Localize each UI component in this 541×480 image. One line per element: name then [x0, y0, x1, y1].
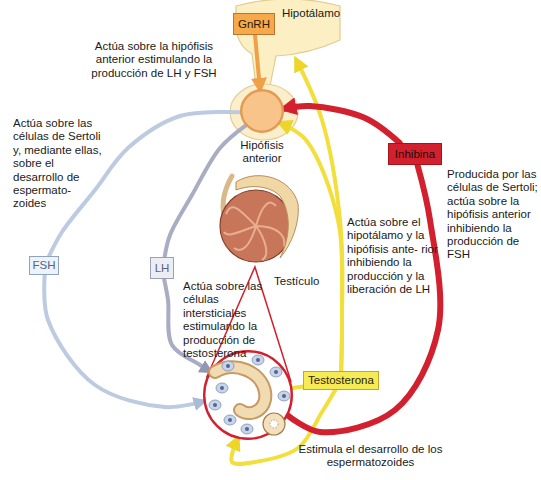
hormone-box: GnRH: [233, 13, 275, 35]
node-label: FSH: [30, 257, 58, 274]
node-outline: [240, 89, 284, 133]
hormone-box: Testosterona: [303, 371, 379, 390]
annotation-text: Estimula el desarrollo de los espermatoz…: [283, 443, 458, 470]
hormone-arrow: [280, 123, 342, 371]
node-label: Inhibina: [389, 144, 441, 164]
tubule-circle: [203, 350, 293, 440]
hormone-arrow: [288, 165, 440, 432]
node-label: Testosterona: [304, 372, 378, 389]
hormone-box: Inhibina: [388, 143, 442, 165]
node-label: Hipotálamo: [282, 7, 352, 20]
hypothalamus-region: HipotálamoGnRH: [228, 2, 340, 60]
node-outline-circle: [204, 351, 292, 439]
node-label: Hipófisis anterior: [226, 139, 298, 165]
annotation-text: Actúa sobre las células intersticiales e…: [183, 280, 271, 360]
testis-illustration: [220, 176, 298, 262]
cell-nuclei: [213, 358, 286, 431]
seminiferous-tubule: [215, 367, 285, 435]
annotation-text: Actúa sobre el hipotálamo y la hipófisis…: [347, 216, 445, 296]
testis-region: Testículo: [210, 172, 305, 267]
interstitial-cells: [209, 355, 290, 434]
node-outline: [203, 350, 293, 440]
node-label: LH: [151, 258, 173, 278]
hormone-box: LH: [150, 257, 174, 279]
node-outline-circle: [241, 90, 283, 132]
hormone-arrow: [44, 275, 203, 407]
hormone-arrow: [292, 386, 303, 388]
node-label: Testículo: [274, 275, 336, 288]
annotation-text: Producida por las células de Sertoli; ac…: [447, 168, 539, 262]
hormone-arrow: [165, 126, 246, 257]
node-label: GnRH: [234, 14, 274, 34]
annotation-text: Actúa sobre las células de Sertoli y, me…: [13, 117, 105, 211]
pituitary-circle: Hipófisis anterior: [240, 89, 284, 133]
hormone-arrow: [284, 106, 400, 143]
hormone-box: FSH: [29, 256, 59, 275]
annotation-text: Actúa sobre la hipófisis anterior estimu…: [84, 40, 224, 80]
hormone-arrow: [255, 35, 260, 89]
